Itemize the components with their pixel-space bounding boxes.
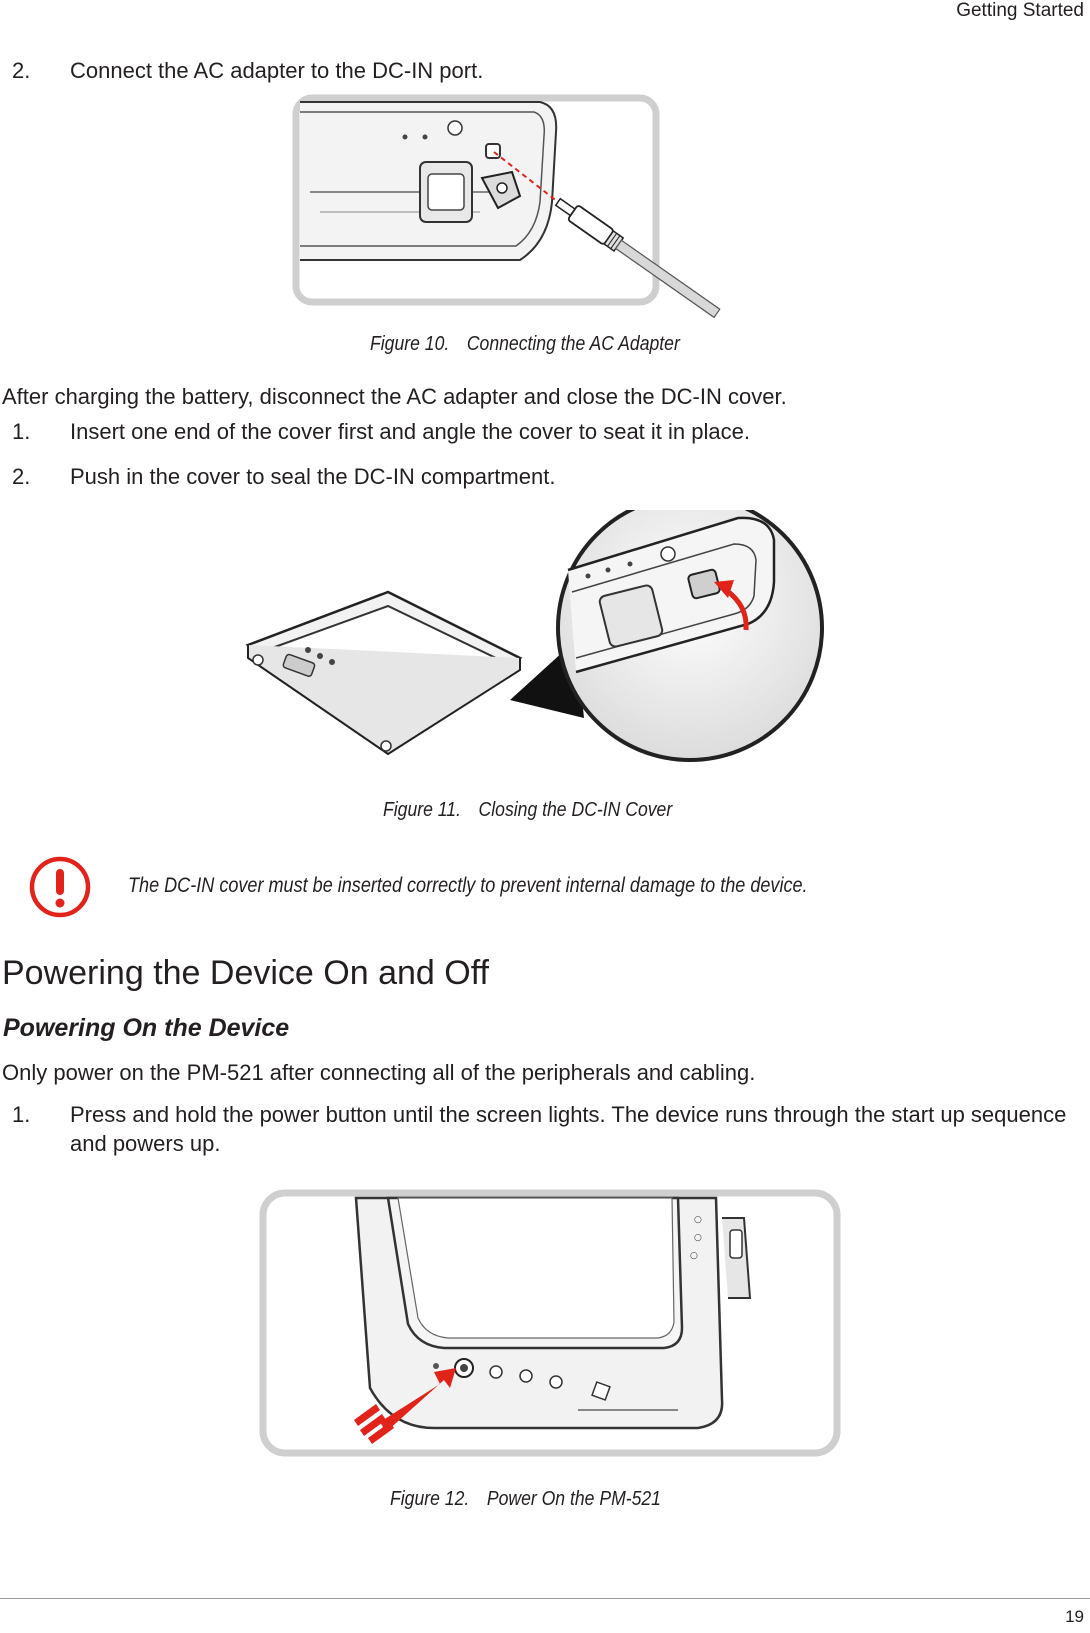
page-number: 19	[1065, 1607, 1084, 1626]
svg-text:○: ○	[694, 1233, 702, 1243]
close-step-2: 2. Push in the cover to seal the DC-IN c…	[12, 462, 1082, 492]
figure-10-illustration	[292, 94, 721, 319]
power-intro-text: Only power on the PM-521 after connectin…	[2, 1060, 756, 1085]
svg-text:○: ○	[690, 1251, 698, 1261]
svg-text:○: ○	[694, 1215, 702, 1225]
step-text: Push in the cover to seal the DC-IN comp…	[70, 464, 556, 489]
step-text: Press and hold the power button until th…	[70, 1102, 1067, 1156]
step-number: 1.	[12, 419, 31, 444]
step-number: 2.	[12, 58, 31, 83]
step-connect: 2. Connect the AC adapter to the DC-IN p…	[12, 56, 1082, 86]
step-number: 2.	[12, 464, 31, 489]
figure-12-illustration: ○ ○ ○	[259, 1189, 841, 1457]
note-text: The DC-IN cover must be inserted correct…	[128, 874, 808, 897]
figure-12-caption: Figure 12. Power On the PM-521	[390, 1488, 661, 1510]
figure-11-illustration	[245, 510, 824, 762]
subsection-title: Powering On the Device	[3, 1014, 290, 1042]
footer-rule	[0, 1598, 1090, 1599]
step-text: Connect the AC adapter to the DC-IN port…	[70, 58, 484, 83]
step-number: 1.	[12, 1102, 31, 1127]
figure-10-caption: Figure 10. Connecting the AC Adapter	[370, 333, 680, 355]
close-step-1: 1. Insert one end of the cover first and…	[12, 417, 1082, 447]
power-step-1: 1. Press and hold the power button until…	[12, 1100, 1082, 1160]
step-text: Insert one end of the cover first and an…	[70, 419, 750, 444]
section-title: Powering the Device On and Off	[2, 954, 489, 992]
running-header: Getting Started	[956, 0, 1084, 21]
warning-icon	[29, 856, 91, 918]
after-charging-text: After charging the battery, disconnect t…	[2, 384, 787, 409]
figure-11-caption: Figure 11. Closing the DC-IN Cover	[383, 799, 673, 821]
